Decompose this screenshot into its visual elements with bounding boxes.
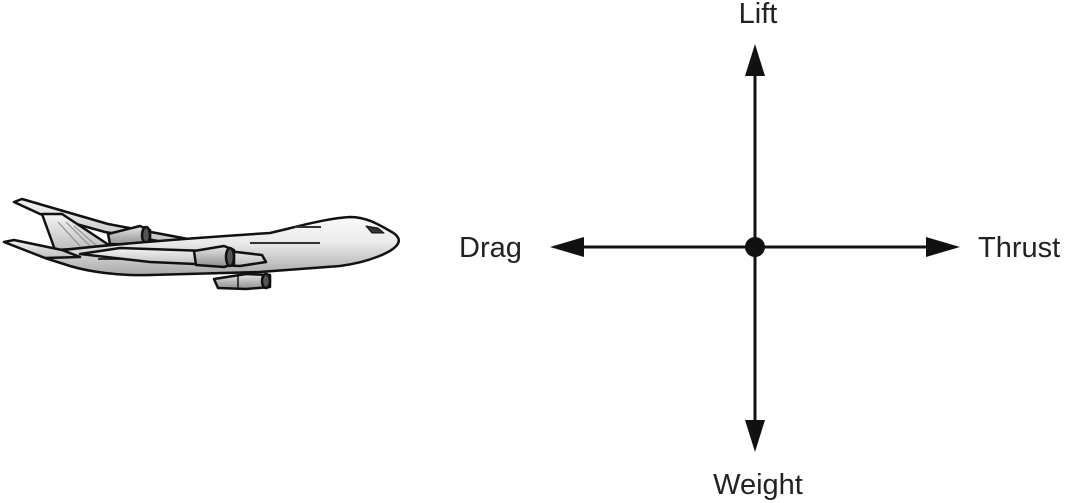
center-of-gravity-dot <box>745 237 765 257</box>
airplane-near-engine-1 <box>192 244 236 269</box>
weight-arrowhead <box>745 420 765 452</box>
airplane-stabilizer <box>2 238 82 260</box>
force-vectors <box>550 44 960 452</box>
drag-arrowhead <box>550 237 584 257</box>
thrust-label: Thrust <box>978 232 1060 264</box>
weight-label: Weight <box>713 469 803 501</box>
airplane-near-engine-2 <box>212 272 272 291</box>
airplane-icon <box>2 197 400 291</box>
drag-label: Drag <box>459 232 522 264</box>
thrust-arrowhead <box>926 237 960 257</box>
lift-arrowhead <box>745 44 765 76</box>
lift-label: Lift <box>739 0 778 30</box>
